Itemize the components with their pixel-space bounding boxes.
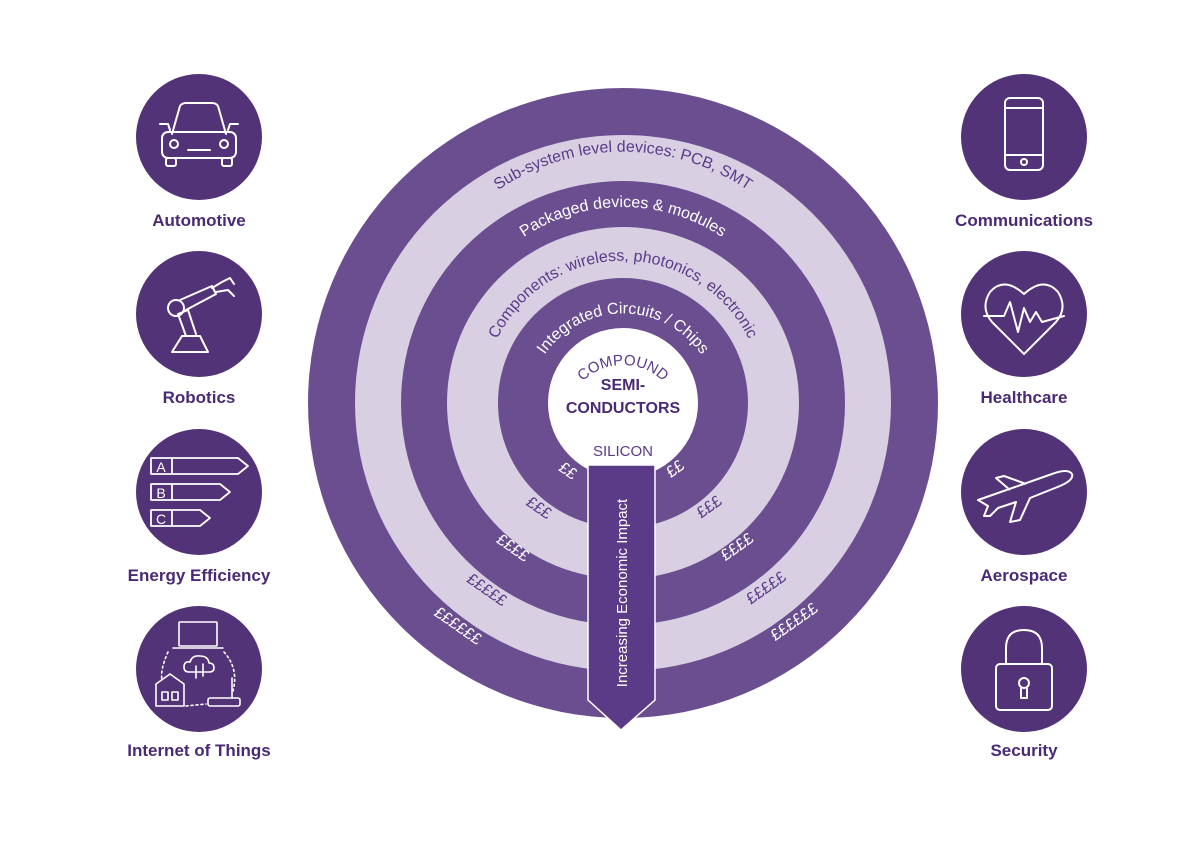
sector-internet-of-things: Internet of Things bbox=[127, 606, 271, 760]
sector-label-communications: Communications bbox=[955, 211, 1093, 230]
sector-robotics: Robotics bbox=[136, 251, 262, 407]
heart-pulse-icon bbox=[983, 283, 1065, 355]
ring-label-0: Integrated systems bbox=[553, 52, 693, 77]
sector-label-security: Security bbox=[990, 741, 1058, 760]
robot-arm-icon bbox=[167, 277, 235, 353]
iot-icon bbox=[155, 621, 241, 707]
sector-communications: Communications bbox=[955, 74, 1093, 230]
smartphone-icon bbox=[1004, 97, 1044, 171]
sector-label-internet-of-things: Internet of Things bbox=[127, 741, 271, 760]
car-icon bbox=[159, 102, 239, 167]
arrow-label: Increasing Economic Impact bbox=[614, 498, 631, 687]
core-line1: SEMI- bbox=[601, 377, 645, 394]
sector-aerospace: Aerospace bbox=[961, 429, 1087, 585]
rating-a: A bbox=[156, 459, 166, 475]
rating-b: B bbox=[156, 485, 165, 501]
rating-c: C bbox=[156, 511, 166, 527]
energy-rating-icon bbox=[150, 457, 249, 527]
airplane-icon bbox=[977, 470, 1074, 523]
core-line2: CONDUCTORS bbox=[566, 400, 681, 417]
sector-automotive: Automotive bbox=[136, 74, 262, 230]
sector-energy-efficiency: A B C Energy Efficiency bbox=[128, 429, 271, 585]
padlock-icon bbox=[995, 629, 1053, 711]
economic-impact-arrow: Increasing Economic Impact bbox=[587, 464, 656, 732]
core-bottom-label: SILICON bbox=[593, 443, 653, 460]
sector-healthcare: Healthcare bbox=[961, 251, 1087, 407]
sector-label-robotics: Robotics bbox=[163, 388, 236, 407]
sector-label-energy-efficiency: Energy Efficiency bbox=[128, 566, 271, 585]
concentric-rings bbox=[308, 88, 938, 718]
sector-security: Security bbox=[961, 606, 1087, 760]
sector-label-automotive: Automotive bbox=[152, 211, 246, 230]
sector-label-aerospace: Aerospace bbox=[981, 566, 1068, 585]
core-circle bbox=[548, 328, 698, 478]
sector-label-healthcare: Healthcare bbox=[981, 388, 1068, 407]
